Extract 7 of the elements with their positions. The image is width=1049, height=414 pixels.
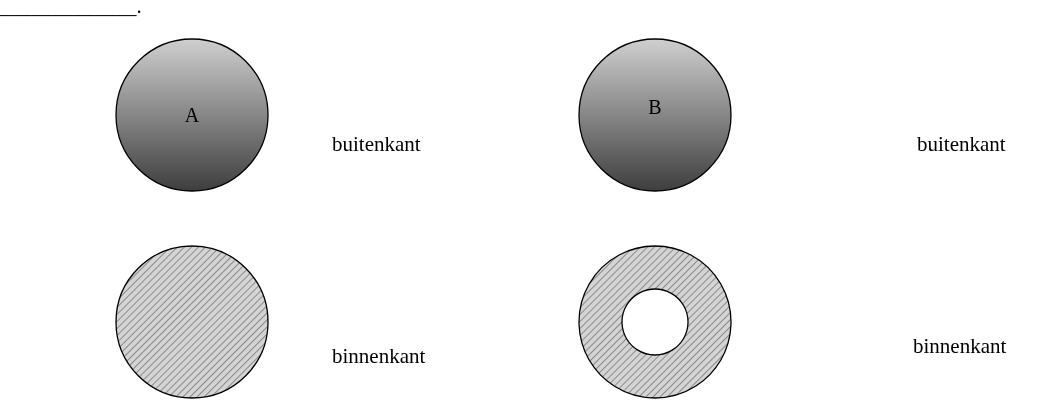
circle-letter: A [184, 103, 200, 127]
circle-letter: B [648, 95, 662, 119]
side-label: binnenkant [332, 344, 426, 369]
side-label: buitenkant [332, 132, 421, 157]
side-label: binnenkant [913, 334, 1007, 359]
side-label: buitenkant [917, 132, 1006, 157]
fill-in-line: _____________. [0, 0, 142, 19]
